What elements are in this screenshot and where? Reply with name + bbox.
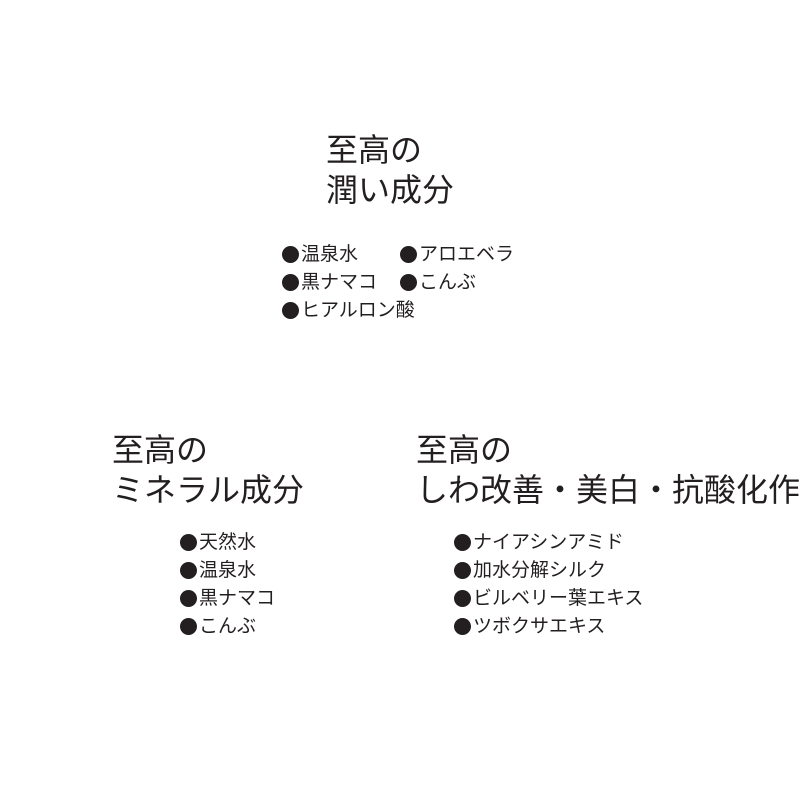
ingredient-label: こんぶ bbox=[419, 271, 477, 293]
ingredient-label: 天然水 bbox=[199, 531, 257, 553]
ingredient-label: こんぶ bbox=[199, 615, 257, 637]
ingredient-label: 黒ナマコ bbox=[301, 271, 378, 293]
ingredient-item: 天然水 bbox=[180, 528, 275, 556]
moisture-heading-line1: 至高の bbox=[326, 131, 423, 169]
ingredient-item: 黒ナマコ bbox=[180, 584, 275, 612]
mineral-heading: 至高の ミネラル成分 bbox=[112, 430, 304, 510]
ingredient-label: ビルベリー葉エキス bbox=[473, 587, 644, 609]
bullet-icon bbox=[180, 533, 197, 551]
bullet-icon bbox=[282, 273, 299, 291]
moisture-ingredients-section: 至高の 潤い成分 温泉水 アロエベラ 黒ナマコ こんぶ ヒアルロン酸 bbox=[282, 130, 514, 321]
ingredient-item: ヒアルロン酸 bbox=[282, 296, 415, 324]
bullet-icon bbox=[454, 533, 471, 551]
ingredient-item: こんぶ bbox=[400, 268, 514, 296]
antiaging-heading-line1: 至高の bbox=[416, 431, 513, 469]
ingredient-item: ビルベリー葉エキス bbox=[454, 584, 643, 612]
bullet-icon bbox=[180, 561, 197, 579]
ingredient-item: 温泉水 bbox=[282, 240, 400, 268]
ingredient-item: 温泉水 bbox=[180, 556, 275, 584]
antiaging-ingredient-list: ナイアシンアミド 加水分解シルク ビルベリー葉エキス ツボクサエキス bbox=[454, 528, 643, 640]
moisture-heading-line2: 潤い成分 bbox=[326, 171, 455, 209]
ingredient-item: 加水分解シルク bbox=[454, 556, 643, 584]
bullet-icon bbox=[400, 245, 417, 263]
mineral-ingredients-section: 至高の ミネラル成分 天然水 温泉水 黒ナマコ こんぶ bbox=[112, 430, 304, 637]
ingredient-item: 黒ナマコ bbox=[282, 268, 400, 296]
mineral-ingredient-list: 天然水 温泉水 黒ナマコ こんぶ bbox=[180, 528, 275, 640]
bullet-icon bbox=[454, 617, 471, 635]
ingredient-item: ナイアシンアミド bbox=[454, 528, 643, 556]
antiaging-ingredients-section: 至高の しわ改善・美白・抗酸化作用 ナイアシンアミド 加水分解シルク ビルベリー… bbox=[416, 430, 800, 637]
mineral-heading-line2: ミネラル成分 bbox=[112, 471, 305, 509]
bullet-icon bbox=[282, 245, 299, 263]
mineral-heading-line1: 至高の bbox=[112, 431, 209, 469]
bullet-icon bbox=[282, 301, 299, 319]
ingredient-label: 温泉水 bbox=[199, 559, 257, 581]
ingredient-label: 温泉水 bbox=[301, 243, 359, 265]
moisture-ingredient-list: 温泉水 アロエベラ 黒ナマコ こんぶ ヒアルロン酸 bbox=[282, 240, 514, 324]
bullet-icon bbox=[180, 617, 197, 635]
ingredient-label: ヒアルロン酸 bbox=[301, 299, 415, 321]
ingredient-label: アロエベラ bbox=[419, 243, 515, 265]
antiaging-heading-line2: しわ改善・美白・抗酸化作用 bbox=[416, 471, 800, 509]
ingredient-label: 黒ナマコ bbox=[199, 587, 276, 609]
ingredient-label: ナイアシンアミド bbox=[473, 531, 624, 553]
bullet-icon bbox=[454, 561, 471, 579]
ingredient-item: こんぶ bbox=[180, 612, 275, 640]
bullet-icon bbox=[400, 273, 417, 291]
ingredient-label: 加水分解シルク bbox=[473, 559, 607, 581]
ingredient-item: ツボクサエキス bbox=[454, 612, 643, 640]
ingredient-label: ツボクサエキス bbox=[473, 615, 606, 637]
antiaging-heading: 至高の しわ改善・美白・抗酸化作用 bbox=[416, 430, 800, 510]
bullet-icon bbox=[180, 589, 197, 607]
moisture-heading: 至高の 潤い成分 bbox=[326, 130, 454, 210]
ingredient-item: アロエベラ bbox=[400, 240, 514, 268]
bullet-icon bbox=[454, 589, 471, 607]
